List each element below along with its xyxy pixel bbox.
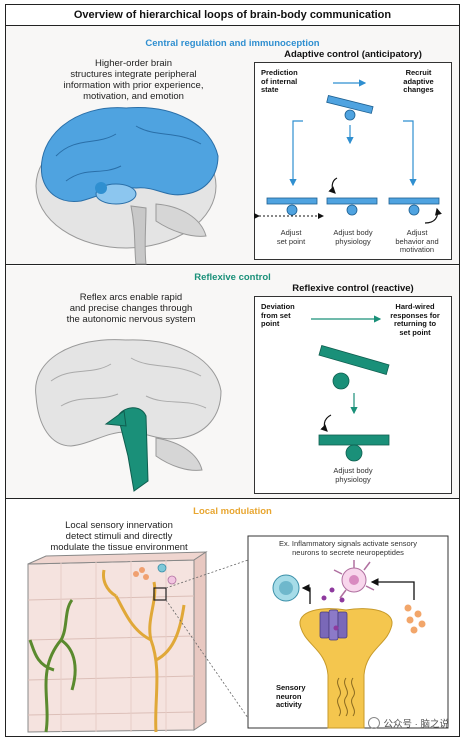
central-regulation-panel: Central regulation and immunoception Hig…: [6, 26, 459, 265]
zoom-box: [153, 587, 167, 601]
local-modulation-panel: Local modulation Local sensory innervati…: [6, 500, 459, 736]
macrophage-cell-icon: [333, 560, 375, 599]
neuropeptide-dots: [321, 587, 345, 631]
local-description: Local sensory innervation detect stimuli…: [50, 520, 188, 553]
behavior-balance-icon: [388, 197, 442, 224]
adaptive-schematic: [254, 79, 442, 224]
tissue-block: [27, 551, 208, 733]
adaptive-box-title: Adaptive control (anticipatory): [284, 49, 422, 60]
tissue-and-neuron-illustration: [27, 535, 449, 733]
immune-cell-cluster: [133, 563, 177, 585]
yellow-sensory-nerve: [102, 569, 186, 733]
zoom-line-top: [165, 559, 249, 589]
physiology-balance-icon: [326, 177, 378, 216]
tilted-balance-icon: [326, 95, 374, 121]
blue-brain-illustration: [35, 107, 219, 265]
reflex-heading: Reflexive control: [194, 272, 271, 283]
level-teal-balance-icon: [318, 414, 390, 462]
reactive-box-title: Reflexive control (reactive): [292, 283, 414, 294]
tilted-teal-balance-icon: [318, 345, 390, 390]
watermark-text: 公众号 · 脑之说: [383, 719, 449, 730]
prediction-label: Prediction of internal state: [261, 68, 298, 94]
arrow-to-immune-cell: [301, 584, 311, 604]
sensory-neuron-terminal: [299, 608, 393, 729]
outcome-behavior: Adjust behavior and motivation: [395, 228, 439, 254]
deviation-label: Deviation from set point: [261, 302, 295, 328]
central-heading: Central regulation and immunoception: [145, 38, 320, 49]
adaptive-control-box: Adaptive control (anticipatory) Predicti…: [254, 49, 452, 260]
reflex-description: Reflex arcs enable rapid and precise cha…: [66, 292, 196, 325]
watermark: 公众号 · 脑之说: [367, 716, 449, 730]
ion-channel-icon: [319, 609, 348, 641]
arrow-to-macrophage: [370, 578, 415, 600]
inflammatory-signal-dots: [404, 604, 426, 634]
reactive-control-box: Reflexive control (reactive) Deviation f…: [254, 283, 452, 494]
figure-title: Overview of hierarchical loops of brain-…: [6, 5, 459, 26]
blue-immune-cell-icon: [272, 574, 300, 602]
central-description: Higher-order brain structures integrate …: [63, 58, 204, 102]
reactive-schematic: [311, 315, 390, 462]
responses-label: Hard-wired responses for returning to se…: [390, 302, 440, 337]
figure: Overview of hierarchical loops of brain-…: [5, 4, 460, 737]
local-heading: Local modulation: [193, 506, 272, 517]
wechat-icon: [367, 717, 380, 729]
local-example: Ex. Inflammatory signals activate sensor…: [279, 539, 417, 557]
neuron-activity-label: Sensory neuron activity: [276, 683, 306, 709]
recruit-label: Recruit adaptive changes: [403, 68, 434, 94]
green-sensory-nerve: [28, 599, 77, 733]
reflex-outcome: Adjust body physiology: [333, 466, 373, 484]
reflexive-control-panel: Reflexive control Reflex arcs enable rap…: [6, 266, 459, 499]
set-point-balance-icon: [254, 197, 324, 219]
teal-brainstem-illustration: [35, 339, 222, 492]
outcome-body-physiology: Adjust body physiology: [333, 228, 373, 246]
outcome-set-point: Adjust set point: [276, 228, 306, 246]
